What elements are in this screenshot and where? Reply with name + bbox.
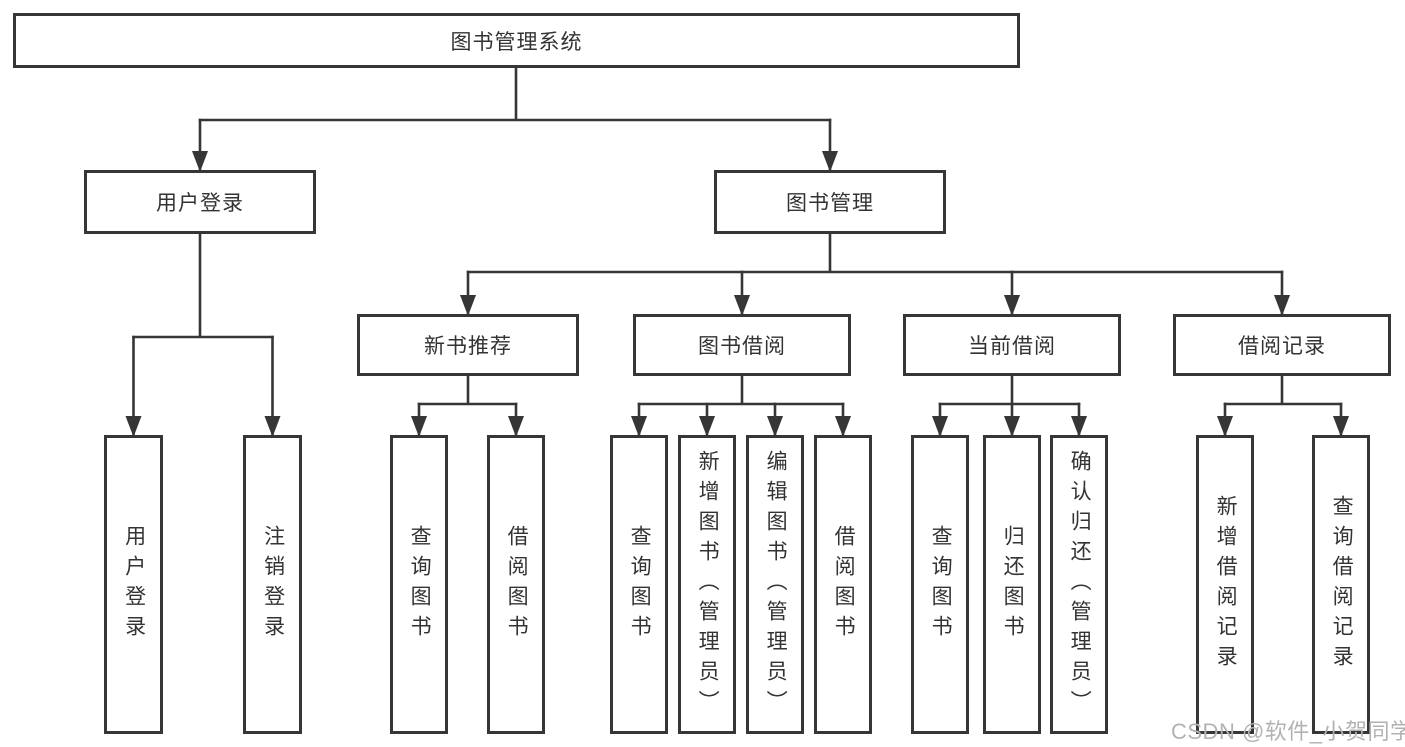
node-label: 确认归还（管理员） — [1068, 449, 1092, 720]
node-label: 借阅图书 — [505, 524, 529, 645]
node-label: 查询图书 — [628, 524, 652, 645]
node-new-book-recommendation: 新书推荐 — [357, 314, 579, 376]
leaf-edit-books-admin: 编辑图书（管理员） — [746, 435, 804, 734]
node-label: 用户登录 — [122, 524, 146, 645]
node-label: 新增图书（管理员） — [696, 449, 720, 720]
connector-rails — [132, 66, 1343, 406]
node-label: 图书管理 — [786, 192, 874, 215]
leaf-add-borrow-record: 新增借阅记录 — [1196, 435, 1254, 734]
connector-arrows — [125, 118, 1349, 439]
node-book-management: 图书管理 — [714, 170, 946, 234]
node-label: 图书借阅 — [698, 335, 786, 358]
node-label: 查询借阅记录 — [1330, 494, 1354, 675]
csdn-watermark: CSDN @软件_小贺同学 — [1171, 719, 1405, 744]
node-label: 新增借阅记录 — [1214, 494, 1238, 675]
node-label: 借阅图书 — [832, 524, 856, 645]
node-label: 用户登录 — [156, 192, 244, 215]
leaf-add-books-admin: 新增图书（管理员） — [678, 435, 736, 734]
node-label: 编辑图书（管理员） — [764, 449, 788, 720]
leaf-return-books: 归还图书 — [983, 435, 1041, 734]
node-library-management-system: 图书管理系统 — [13, 13, 1020, 68]
node-label: 注销登录 — [261, 524, 285, 645]
leaf-query-books-borrowing: 查询图书 — [610, 435, 668, 734]
leaf-query-books-current: 查询图书 — [911, 435, 969, 734]
node-borrowing-records: 借阅记录 — [1173, 314, 1391, 376]
leaf-confirm-return-admin: 确认归还（管理员） — [1050, 435, 1108, 734]
node-user-login: 用户登录 — [84, 170, 316, 234]
leaf-user-login: 用户登录 — [104, 435, 163, 734]
leaf-query-borrow-record: 查询借阅记录 — [1312, 435, 1370, 734]
node-label: 当前借阅 — [968, 335, 1056, 358]
node-book-borrowing: 图书借阅 — [633, 314, 851, 376]
leaf-logout: 注销登录 — [243, 435, 302, 734]
node-current-borrowing: 当前借阅 — [903, 314, 1121, 376]
node-label: 查询图书 — [408, 524, 432, 645]
leaf-borrow-books: 借阅图书 — [814, 435, 872, 734]
node-label: 归还图书 — [1001, 524, 1025, 645]
node-label: 新书推荐 — [424, 335, 512, 358]
node-label: 查询图书 — [929, 524, 953, 645]
node-label: 借阅记录 — [1238, 335, 1326, 358]
leaf-query-books-recommend: 查询图书 — [390, 435, 448, 734]
leaf-borrow-books-recommend: 借阅图书 — [487, 435, 545, 734]
node-label: 图书管理系统 — [450, 30, 583, 54]
